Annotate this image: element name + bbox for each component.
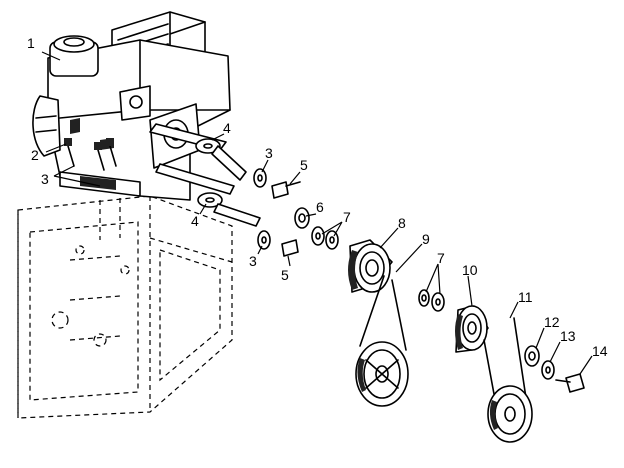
belt-11 (483, 317, 533, 443)
callout-13: 13 (560, 328, 576, 344)
washer-13 (541, 360, 555, 380)
bolt-14 (555, 373, 585, 393)
washer-12 (524, 345, 540, 367)
belt-guide-lower (197, 192, 261, 227)
callout-2: 2 (31, 147, 39, 163)
callout-11: 11 (518, 289, 533, 305)
callout-14: 14 (592, 343, 608, 359)
callout-6: 6 (316, 199, 324, 215)
frame-housing (17, 195, 233, 419)
callout-5: 5 (300, 157, 308, 173)
washer-bolt-lower (257, 230, 299, 257)
shaft-washers (294, 207, 339, 250)
washer-bolt-upper (253, 168, 301, 199)
callout-8: 8 (398, 215, 406, 231)
pulley-10 (455, 305, 489, 353)
callout-4: 4 (191, 213, 199, 229)
callout-10: 10 (462, 262, 478, 278)
leader-lines (41, 51, 593, 375)
callout-3: 3 (265, 145, 273, 161)
callout-7: 7 (343, 209, 351, 225)
callout-7: 7 (437, 250, 445, 266)
callout-9: 9 (422, 231, 430, 247)
washers-7b (418, 289, 445, 312)
belt-9 (355, 275, 409, 407)
callout-12: 12 (544, 314, 560, 330)
callout-1: 1 (27, 35, 35, 51)
callout-4: 4 (223, 120, 231, 136)
engine-assembly (32, 11, 235, 201)
pulley-8 (348, 239, 393, 293)
callout-3: 3 (249, 253, 257, 269)
callout-5: 5 (281, 267, 289, 283)
callout-3: 3 (41, 171, 49, 187)
callout-labels: 1 2 3 4 3 5 6 7 8 4 3 5 9 7 10 11 12 13 … (27, 35, 608, 359)
belt-guide-upper (195, 138, 247, 181)
